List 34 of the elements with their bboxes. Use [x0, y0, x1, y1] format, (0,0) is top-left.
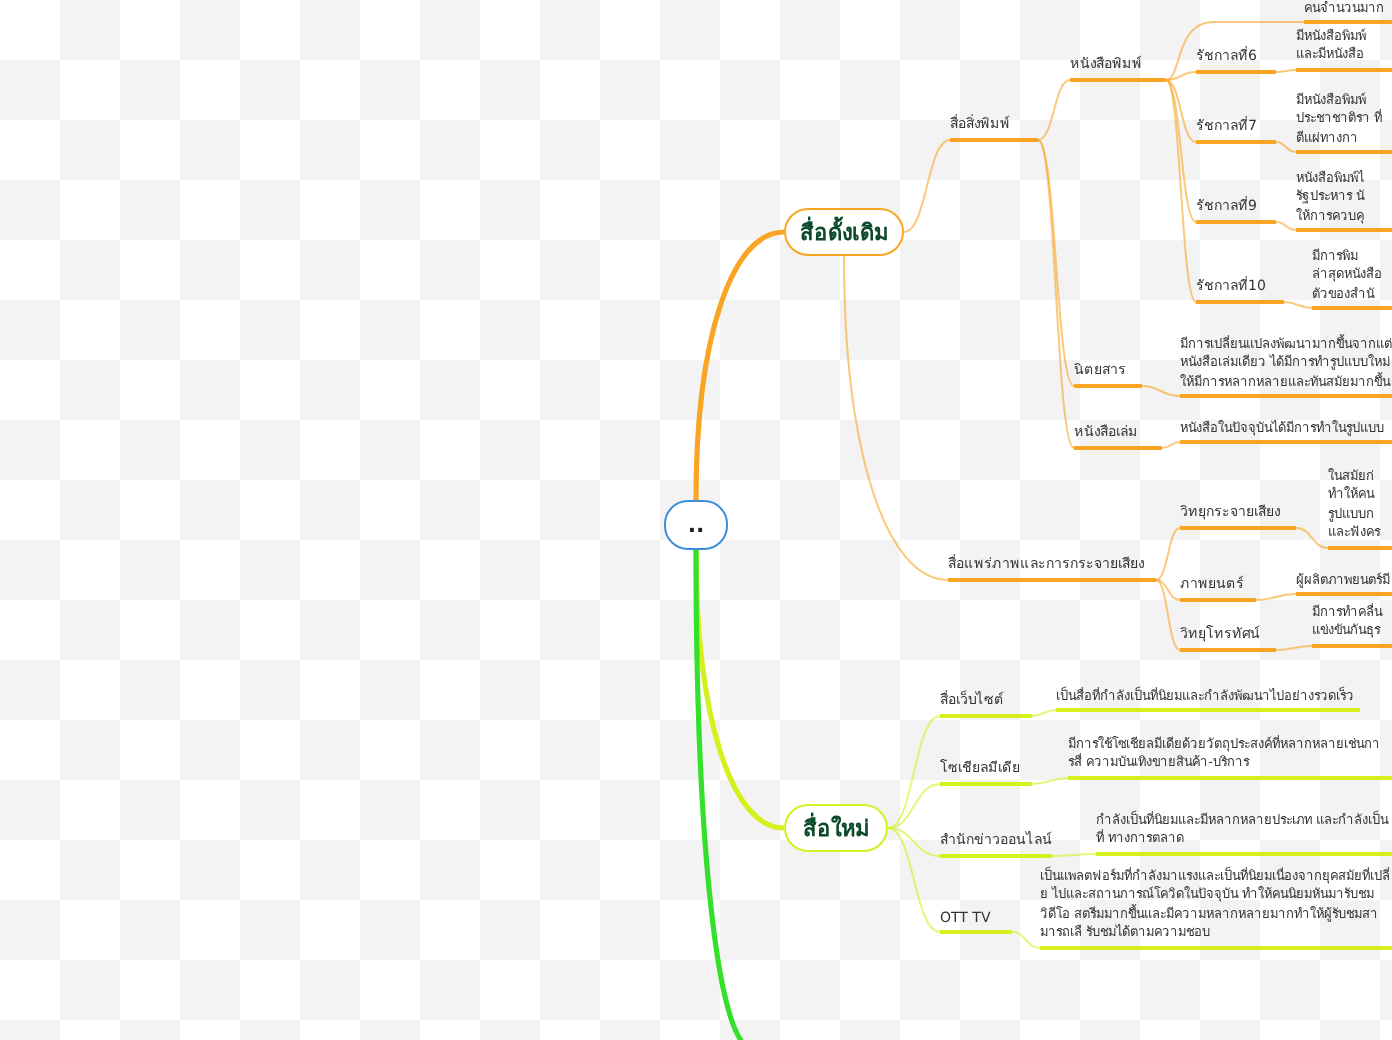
branch-connector: [1275, 221, 1297, 231]
branch-connector: [1255, 593, 1297, 601]
branch-connector: [1155, 579, 1181, 601]
branch-connector: [1165, 79, 1197, 143]
branch-connector: [1165, 21, 1305, 81]
branch-connector: [1165, 79, 1197, 223]
branch-connector: [887, 827, 941, 933]
branch-connector: [887, 827, 941, 857]
branch-connector: [1275, 69, 1297, 73]
branch-connector: [1037, 139, 1075, 387]
branch-connector: [1155, 579, 1181, 651]
branch-connector: [887, 715, 941, 829]
branch-connector: [1037, 139, 1075, 449]
central-topic: ..: [664, 500, 728, 550]
branch-connector: [903, 139, 951, 233]
branch-connector: [1275, 141, 1297, 153]
branch-connector: [1165, 71, 1197, 81]
branch-connector: [1031, 709, 1057, 717]
branch-connector: [887, 783, 941, 829]
branch-connector: [1051, 853, 1097, 857]
branch-connector: [1295, 527, 1329, 549]
branch-connector: [1165, 79, 1197, 303]
branch-connector: [1141, 385, 1181, 397]
branch-connector: [843, 255, 949, 581]
branch-connector: [1275, 645, 1313, 651]
topic-box: สื่อใหม่: [784, 804, 888, 852]
branch-connector: [1283, 301, 1313, 309]
branch-connector: [693, 229, 785, 501]
branch-connector: [1037, 79, 1071, 141]
topic-box: สื่อดั้งเดิม: [784, 208, 904, 256]
branch-connector: [1031, 777, 1069, 785]
branch-connector: [1011, 931, 1041, 949]
branch-connector: [1155, 527, 1181, 581]
branch-connector: [1161, 441, 1181, 449]
